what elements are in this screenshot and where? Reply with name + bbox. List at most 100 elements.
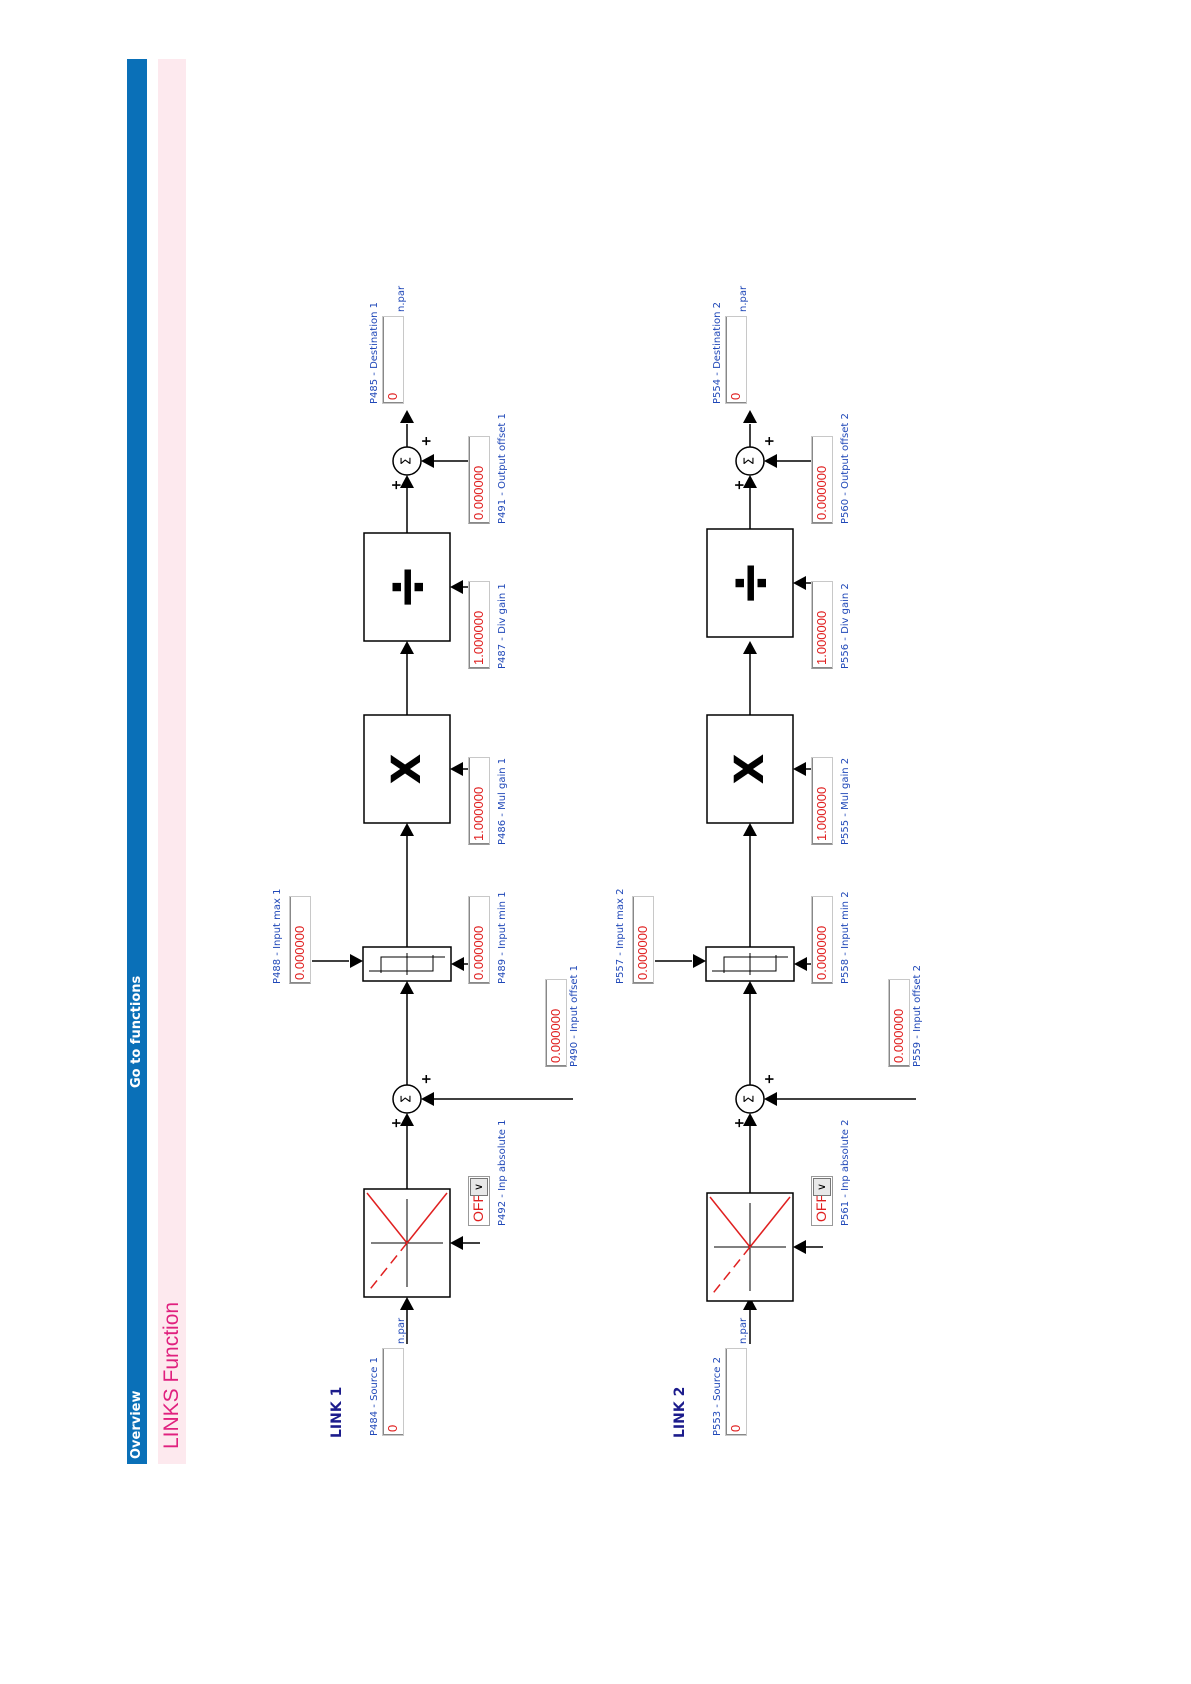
input-offset-1-label: P490 - Input offset 1 [569, 965, 580, 1067]
link-1-arrow-into-lim [400, 981, 414, 994]
destination-1-input[interactable]: 0 [382, 316, 404, 404]
mul-gain-2-input[interactable]: 1.000000 [811, 757, 833, 845]
inp-absolute-2-label: P561 - Inp absolute 2 [840, 1119, 851, 1226]
input-offset-2-input[interactable]: 0.000000 [888, 979, 910, 1067]
destination-1-label: P485 - Destination 1 [369, 301, 380, 404]
source-1-label: P484 - Source 1 [369, 1357, 380, 1436]
inp-absolute-1-select[interactable]: OFF ∨ [468, 1176, 490, 1226]
link-2-sum-2-symbol: Σ [743, 457, 758, 465]
output-offset-1-label: P491 - Output offset 1 [497, 413, 508, 524]
link-2-lim-curve-a [712, 955, 777, 972]
source-2-label: P553 - Source 2 [712, 1357, 723, 1436]
inp-absolute-2-select[interactable]: OFF ∨ [811, 1176, 833, 1226]
link-2-sum-1-symbol: Σ [743, 1095, 758, 1103]
input-min-1-label: P489 - Input min 1 [497, 891, 508, 984]
chevron-down-icon[interactable]: ∨ [470, 1178, 488, 1196]
input-max-2-input[interactable]: 0.000000 [632, 896, 654, 984]
inp-absolute-1-label: P492 - Inp absolute 1 [497, 1119, 508, 1226]
destination-2-unit: n.par [738, 285, 749, 312]
link-1-arrow-into-sum-2 [400, 475, 414, 488]
link-1-sum-1-plus-b: + [420, 1074, 435, 1085]
link-2-arrow-into-abs [743, 1297, 757, 1310]
link-2-mul-symbol: X [727, 753, 773, 784]
link-1-sum-1-symbol: Σ [400, 1095, 415, 1103]
link-1-arrow-abs-cfg [450, 1236, 463, 1250]
link-2-arrow-min [794, 957, 807, 971]
input-min-1-input[interactable]: 0.000000 [468, 896, 490, 984]
div-gain-1-input[interactable]: 1.000000 [468, 581, 490, 669]
input-offset-2-label: P559 - Input offset 2 [912, 965, 923, 1067]
output-offset-2-input[interactable]: 0.000000 [811, 436, 833, 524]
mul-gain-2-label: P555 - Mul gain 2 [840, 757, 851, 845]
input-offset-1-input[interactable]: 0.000000 [545, 979, 567, 1067]
destination-2-label: P554 - Destination 2 [712, 301, 723, 404]
link-2-arrow-into-dest [743, 410, 757, 423]
destination-2-input[interactable]: 0 [725, 316, 747, 404]
link-2-arrow-offset-sum [764, 1092, 777, 1106]
link-2-sum-1-plus-a: + [733, 1118, 748, 1129]
link-2-arrow-abs-cfg [793, 1240, 806, 1254]
link-2-abs-dashed [709, 1246, 751, 1298]
link-2-arrow-into-sum-2 [743, 475, 757, 488]
link-1-abs-curve-mirror [406, 1192, 448, 1244]
link-2-arrow-into-div [743, 641, 757, 654]
link-1-arrow-outoffset-sum [421, 454, 434, 468]
source-1-unit: n.par [396, 1317, 407, 1344]
link-1-abs-curve [366, 1192, 408, 1244]
link-1-sum-2-plus-b: + [420, 436, 435, 447]
link-2-arrow-max [693, 954, 706, 968]
inp-absolute-1-value: OFF [470, 1194, 486, 1222]
link-1-arrow-mul-gain [450, 762, 463, 776]
input-max-2-label: P557 - Input max 2 [615, 888, 626, 984]
link-1-div-symbol: ÷ [375, 564, 440, 611]
source-1-input[interactable]: 0 [382, 1348, 404, 1436]
link-1-sum-2-symbol: Σ [400, 457, 415, 465]
div-gain-2-label: P556 - Div gain 2 [840, 583, 851, 669]
link-2-arrow-into-lim [743, 981, 757, 994]
input-max-1-label: P488 - Input max 1 [272, 888, 283, 984]
link-1-sum-2-plus-a: + [390, 480, 405, 491]
link-1-mul-symbol: X [384, 753, 430, 784]
link-1-arrow-into-abs [400, 1297, 414, 1310]
link-2-sum-1-plus-b: + [763, 1074, 778, 1085]
output-offset-2-label: P560 - Output offset 2 [840, 413, 851, 524]
link-2-sum-2-plus-b: + [763, 436, 778, 447]
link-2-arrow-mul-gain [793, 762, 806, 776]
link-1-arrow-into-dest [400, 410, 414, 423]
link-2-abs-curve [709, 1196, 751, 1248]
link-2-lim-curve-b [723, 956, 788, 973]
link-1-arrow-into-sum [400, 1113, 414, 1126]
link-2-abs-curve-mirror [749, 1196, 791, 1248]
link-2-arrow-into-mul [743, 823, 757, 836]
mul-gain-1-label: P486 - Mul gain 1 [497, 757, 508, 845]
link-2-div-symbol: ÷ [718, 560, 783, 607]
link-1-lim-curve-b [380, 956, 445, 973]
mul-gain-1-input[interactable]: 1.000000 [468, 757, 490, 845]
div-gain-1-label: P487 - Div gain 1 [497, 583, 508, 669]
link-2-arrow-div-gain [793, 576, 806, 590]
input-min-2-label: P558 - Input min 2 [840, 891, 851, 984]
input-min-2-input[interactable]: 0.000000 [811, 896, 833, 984]
link-1-arrow-offset-sum [421, 1092, 434, 1106]
link-1-arrow-into-div [400, 641, 414, 654]
output-offset-1-input[interactable]: 0.000000 [468, 436, 490, 524]
inp-absolute-2-value: OFF [813, 1194, 829, 1222]
source-2-input[interactable]: 0 [725, 1348, 747, 1436]
input-max-1-input[interactable]: 0.000000 [289, 896, 311, 984]
link-1-arrow-into-mul [400, 823, 414, 836]
link-1-heading: LINK 1 [329, 1386, 345, 1438]
link-1-lim-curve-a [369, 955, 434, 972]
source-2-unit: n.par [738, 1317, 749, 1344]
link-1-sum-1-plus-a: + [390, 1118, 405, 1129]
link-2-arrow-outoffset-sum [764, 454, 777, 468]
link-1-abs-dashed [366, 1242, 408, 1294]
link-2-arrow-into-sum [743, 1113, 757, 1126]
destination-1-unit: n.par [396, 285, 407, 312]
div-gain-2-input[interactable]: 1.000000 [811, 581, 833, 669]
chevron-down-icon[interactable]: ∨ [813, 1178, 831, 1196]
link-1-arrow-max [350, 954, 363, 968]
link-2-sum-2-plus-a: + [733, 480, 748, 491]
link-2-heading: LINK 2 [672, 1386, 688, 1438]
